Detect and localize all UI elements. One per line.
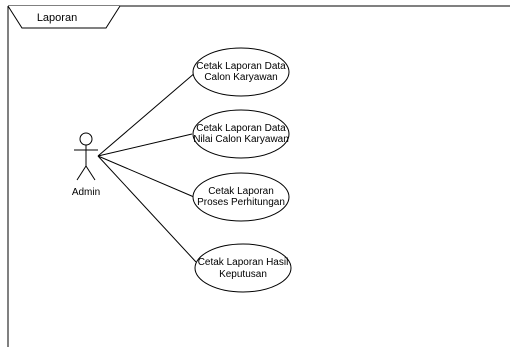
association-line [97, 155, 195, 198]
frame-title: Laporan [37, 12, 77, 24]
use-case-ellipse [192, 172, 290, 222]
use-case-ellipse [192, 109, 290, 159]
association-line [97, 155, 197, 263]
actor-admin[interactable]: Admin [72, 132, 100, 198]
use-case-label-line-1: Cetak Laporan Hasil [198, 257, 289, 268]
use-case-label-line-2: Proses Perhitungan [197, 197, 285, 208]
use-case-label-line-2: Nilai Calon Karyawan [193, 134, 289, 145]
use-case-3[interactable]: Cetak Laporan Proses Perhitungan [192, 172, 290, 222]
use-case-1[interactable]: Cetak Laporan Data Calon Karyawan [192, 47, 290, 97]
use-case-label-line-2: Calon Karyawan [204, 72, 277, 83]
actor-left-leg [76, 165, 87, 181]
use-case-label-line-1: Cetak Laporan [208, 186, 274, 197]
use-case-2[interactable]: Cetak Laporan Data Nilai Calon Karyawan [192, 109, 290, 159]
associations [97, 71, 197, 263]
actor-right-leg [85, 165, 96, 181]
frame-title-tab [7, 5, 121, 29]
use-case-label-line-2: Keputusan [219, 269, 267, 280]
system-frame: Laporan [7, 5, 510, 347]
association-line [97, 71, 197, 157]
use-case-label-line-1: Cetak Laporan Data [196, 61, 286, 72]
use-case-ellipse [194, 243, 292, 293]
actor-head [79, 132, 93, 146]
actor-label: Admin [72, 187, 100, 198]
use-case-ellipse [192, 47, 290, 97]
use-case-4[interactable]: Cetak Laporan Hasil Keputusan [194, 243, 292, 293]
use-case-label-line-1: Cetak Laporan Data [196, 123, 286, 134]
association-line [97, 133, 193, 157]
